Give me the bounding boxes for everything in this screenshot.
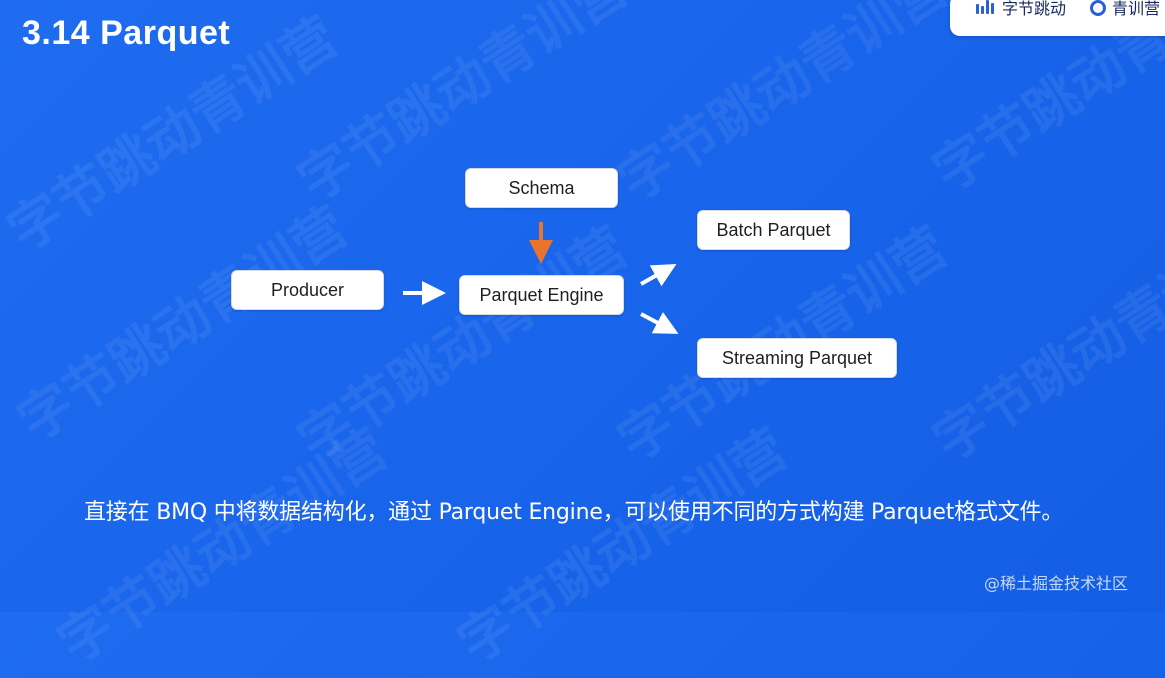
node-streaming-parquet: Streaming Parquet: [697, 338, 897, 378]
logo-right-text: 青训营: [1112, 0, 1161, 18]
node-schema: Schema: [465, 168, 618, 208]
arrow-engine-to-streaming: [640, 312, 679, 334]
source-credit: @稀土掘金技术社区: [984, 574, 1129, 593]
slide-title: 3.14 Parquet: [22, 14, 231, 52]
node-parquet-engine: Parquet Engine: [459, 275, 624, 315]
brand-logo: 字节跳动 青训营: [950, 0, 1165, 36]
qingxun-icon: [1090, 0, 1106, 16]
bytedance-icon: [976, 0, 996, 14]
node-batch-parquet: Batch Parquet: [697, 210, 850, 250]
logo-left-text: 字节跳动: [1002, 0, 1067, 18]
arrow-engine-to-batch: [640, 264, 677, 287]
slide-caption: 直接在 BMQ 中将数据结构化，通过 Parquet Engine，可以使用不同…: [84, 500, 1064, 525]
diagram-arrows: [422, 222, 679, 334]
node-producer: Producer: [231, 270, 384, 310]
